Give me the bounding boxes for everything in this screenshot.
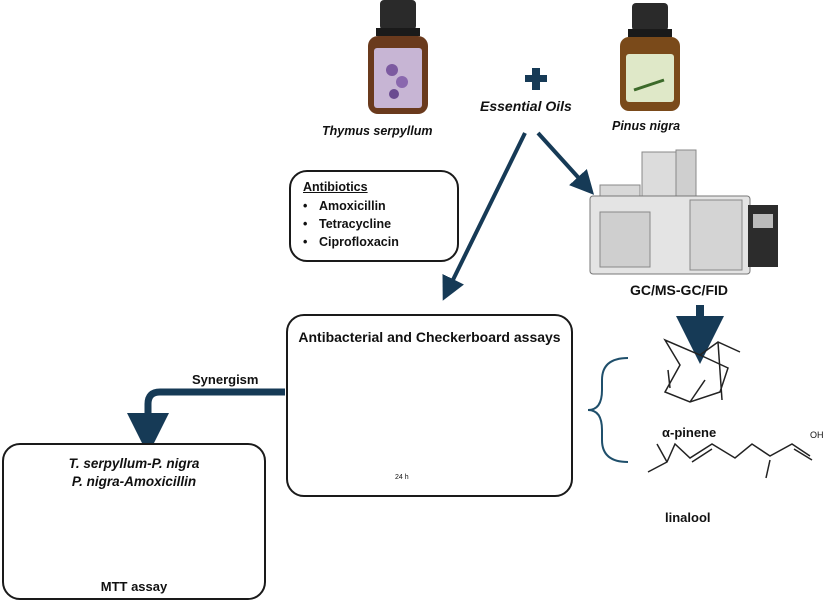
assays-box: Antibacterial and Checkerboard assays [286, 314, 573, 497]
arrow-to-instrument [536, 131, 595, 195]
essential-oils-label: Essential Oils [480, 98, 572, 114]
thymus-label: Thymus serpyllum [322, 124, 433, 138]
combo-1-label: T. serpyllum-P. nigra [68, 456, 200, 471]
instrument-label: GC/MS-GC/FID [630, 282, 728, 298]
hydroxyl-label: OH [810, 430, 824, 440]
arrow-to-assays [442, 132, 527, 301]
synergism-label: Synergism [192, 372, 259, 387]
assays-title: Antibacterial and Checkerboard assays [298, 329, 561, 345]
combo-2-label: P. nigra-Amoxicillin [71, 474, 197, 489]
antibiotics-box: Antibiotics Amoxicillin Tetracycline Cip… [289, 170, 459, 262]
alpha-pinene-structure [663, 338, 741, 403]
synergism-arrow [127, 388, 285, 455]
antibiotics-title: Antibiotics [303, 180, 368, 194]
pinus-label: Pinus nigra [612, 119, 681, 133]
antibiotic-item: Ciprofloxacin [303, 233, 457, 251]
plus-icon [525, 68, 547, 90]
antibiotic-item: Tetracycline [303, 215, 457, 233]
antibiotics-list: Amoxicillin Tetracycline Ciprofloxacin [303, 197, 457, 251]
linalool-structure [647, 442, 813, 479]
pinus-bottle-icon [620, 3, 680, 111]
alpha-pinene-label: α-pinene [662, 425, 717, 440]
linalool-label: linalool [665, 510, 711, 525]
mtt-label: MTT assay [100, 579, 168, 594]
gc-instrument-icon [589, 149, 778, 275]
timer-label: 24 h [395, 474, 409, 481]
antibiotic-item: Amoxicillin [303, 197, 457, 215]
mtt-box: T. serpyllum-P. nigra P. nigra-Amoxicill… [2, 443, 266, 600]
thymus-bottle-icon [368, 0, 428, 114]
compounds-bracket [587, 357, 629, 463]
